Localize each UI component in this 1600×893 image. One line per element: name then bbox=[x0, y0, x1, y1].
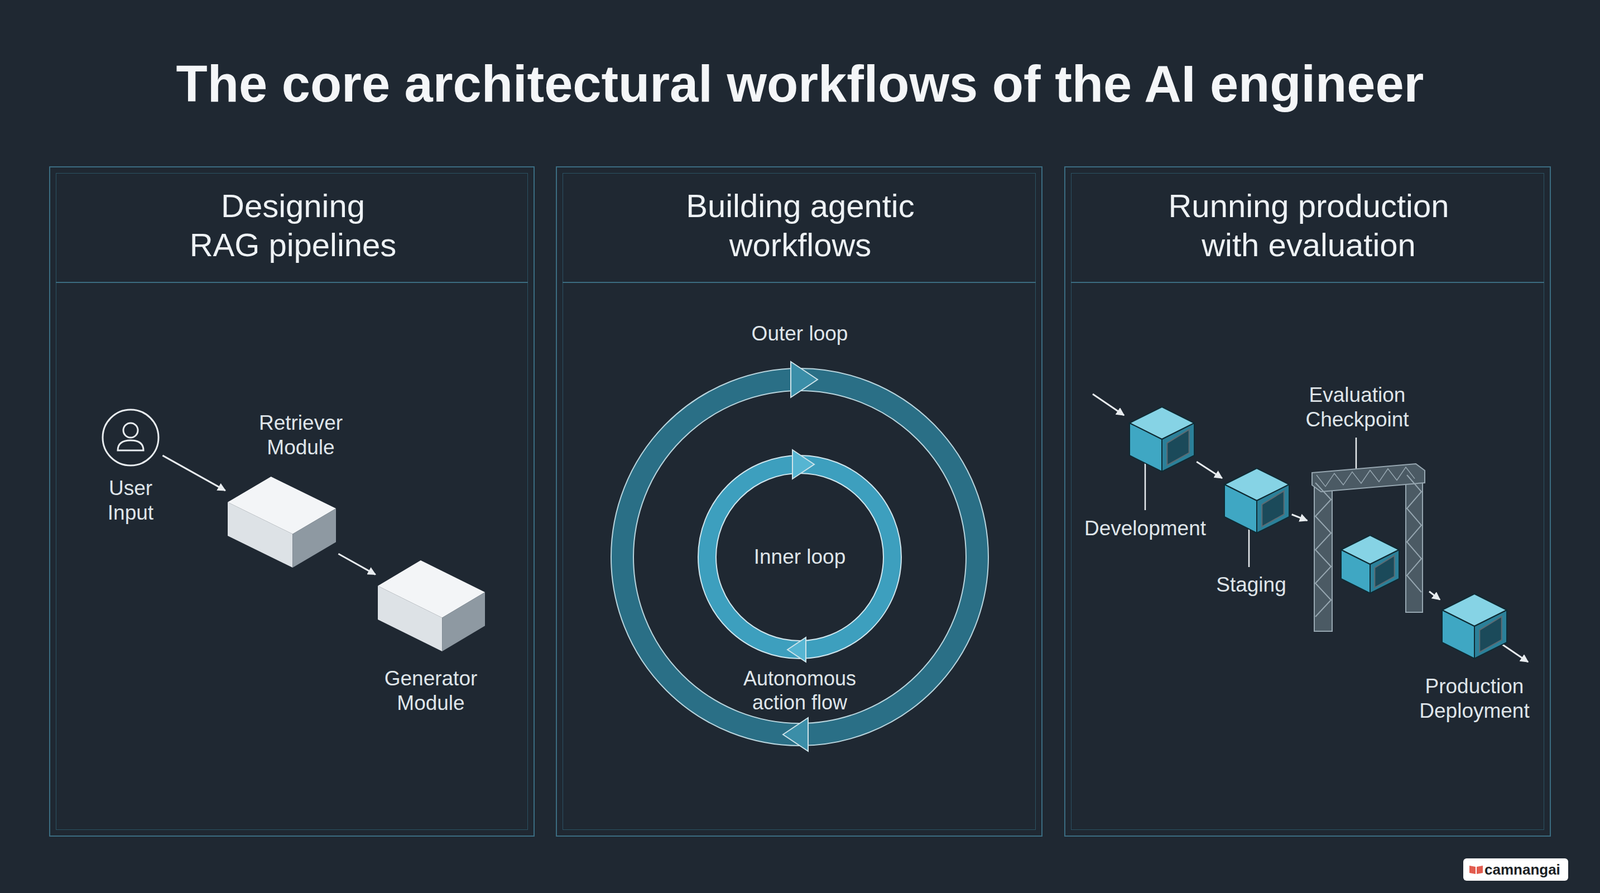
node-label: Generator Module bbox=[375, 666, 487, 717]
flow-arrow bbox=[1291, 514, 1308, 521]
entry-arrow bbox=[1092, 394, 1124, 416]
cube-node: Production Deployment bbox=[1442, 593, 1507, 659]
panel-heading: Running production with evaluation bbox=[1158, 186, 1460, 264]
panel-divider bbox=[562, 281, 1036, 283]
user-shape bbox=[101, 407, 161, 468]
gate-node: Evaluation Checkpoint bbox=[1309, 455, 1427, 634]
user-node: User Input bbox=[101, 407, 161, 468]
node-label: Outer loop bbox=[716, 321, 884, 347]
node-label: Staging bbox=[1195, 572, 1308, 598]
flow-arrow bbox=[338, 553, 376, 575]
book-icon bbox=[1467, 862, 1485, 877]
flow-arrow bbox=[1429, 591, 1440, 600]
block-shape bbox=[377, 560, 485, 652]
inner-node: Inner loop bbox=[698, 455, 902, 659]
node-label: User Input bbox=[94, 476, 167, 526]
panel-divider bbox=[55, 281, 528, 283]
node-label: Autonomous action flow bbox=[732, 666, 867, 715]
leader-line bbox=[1144, 457, 1147, 511]
cube-shape bbox=[1442, 593, 1507, 659]
cube-shape bbox=[1224, 468, 1290, 533]
cube-node: Development bbox=[1129, 406, 1195, 472]
block-node: Generator Module bbox=[377, 560, 485, 652]
node-label: Development bbox=[1078, 516, 1213, 541]
block-node: Retriever Module bbox=[227, 476, 336, 568]
workflow-panel: User InputRetriever ModuleGenerator Modu… bbox=[49, 166, 535, 837]
node-label: Production Deployment bbox=[1410, 674, 1539, 724]
flow-arrow bbox=[162, 455, 225, 491]
node-label: Inner loop bbox=[698, 544, 902, 570]
node-label: Evaluation Checkpoint bbox=[1290, 382, 1425, 433]
panel-heading: Building agentic workflows bbox=[655, 186, 946, 264]
panel-frame bbox=[1070, 173, 1545, 830]
workflow-panel: Inner loop Outer loopAutonomous action fl… bbox=[555, 166, 1043, 837]
block-shape bbox=[227, 476, 336, 568]
gate-shape bbox=[1309, 455, 1427, 634]
flow-arrow bbox=[1196, 461, 1223, 479]
panel-divider bbox=[1070, 281, 1545, 283]
workflow-panel: DevelopmentStagingEvaluation CheckpointP… bbox=[1064, 166, 1551, 837]
watermark-badge: camnangai bbox=[1463, 858, 1569, 881]
panel-heading: Designing RAG pipelines bbox=[184, 186, 402, 264]
cube-node: Staging bbox=[1224, 468, 1290, 533]
leader-line bbox=[1355, 437, 1358, 474]
diagram-title: The core architectural workflows of the … bbox=[0, 55, 1600, 113]
panel-frame bbox=[562, 173, 1036, 830]
node-label: Retriever Module bbox=[244, 410, 357, 461]
watermark: camnangai bbox=[1484, 862, 1561, 877]
cube-shape bbox=[1129, 406, 1195, 472]
outer-node: Inner loopOuter loopAutonomous action fl… bbox=[611, 368, 989, 746]
